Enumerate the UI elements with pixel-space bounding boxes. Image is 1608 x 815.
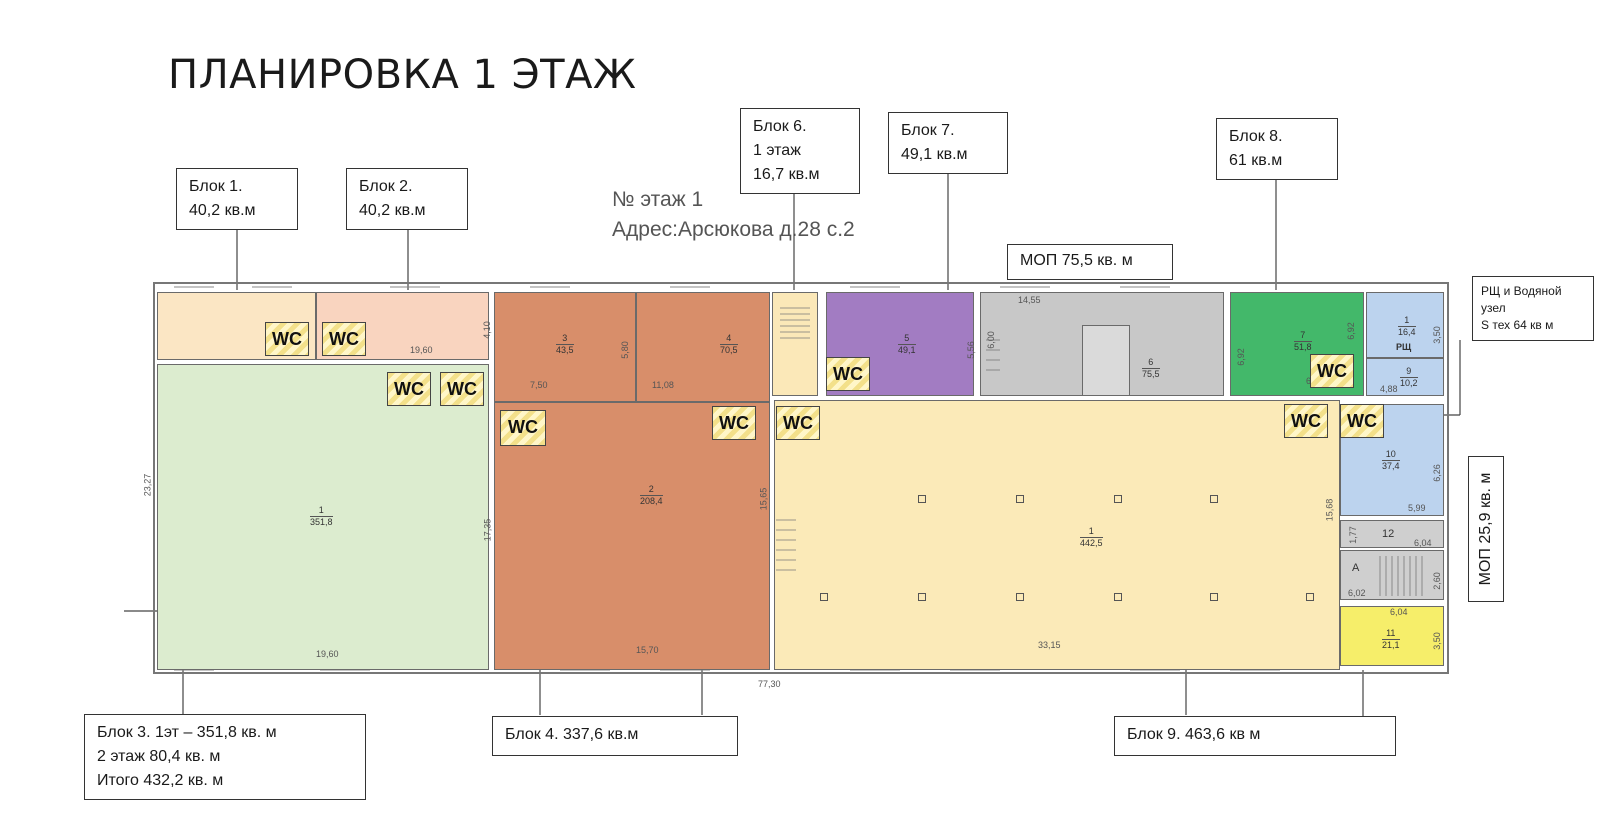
room-block4[interactable] <box>494 402 770 670</box>
dim: 1,77 <box>1347 526 1358 544</box>
dim: 6,04 <box>1390 607 1408 617</box>
column <box>1114 495 1122 503</box>
dim: 23,27 <box>142 473 153 497</box>
dim: 33,15 <box>1038 640 1061 650</box>
label-mop: МОП 75,5 кв. м <box>1007 244 1173 280</box>
outer-wall <box>153 282 1449 674</box>
wc-marker: WC <box>1340 404 1384 438</box>
column <box>918 593 926 601</box>
wc-marker: WC <box>387 372 431 406</box>
dim: 19,60 <box>316 649 339 659</box>
room-block9[interactable] <box>774 400 1340 670</box>
page-title: ПЛАНИРОВКА 1 ЭТАЖ <box>168 52 637 98</box>
dim: 5,99 <box>1408 503 1426 513</box>
room-tech-1[interactable] <box>1366 292 1444 358</box>
dim: 15,70 <box>636 645 659 655</box>
room-block6[interactable] <box>772 292 818 396</box>
label-block9: Блок 9. 463,6 кв м <box>1114 716 1396 756</box>
wc-marker: WC <box>500 410 546 446</box>
room-11[interactable] <box>1340 606 1444 666</box>
room-12[interactable] <box>1340 520 1444 548</box>
dim: 3,50 <box>1431 326 1442 344</box>
dim: 7,50 <box>530 380 548 390</box>
wc-marker: WC <box>712 406 756 440</box>
room-letter-a: А <box>1352 562 1360 574</box>
dim: 6,92 <box>1235 348 1246 366</box>
column <box>1016 593 1024 601</box>
column <box>1114 593 1122 601</box>
floor-label: № этаж 1 <box>612 188 704 211</box>
wc-marker: WC <box>1310 354 1354 388</box>
column <box>1016 495 1024 503</box>
room-rsh: РЩ <box>1396 342 1412 352</box>
wc-marker: WC <box>776 406 820 440</box>
dim: 2,60 <box>1431 572 1442 590</box>
dim: 19,60 <box>410 345 433 355</box>
dim: 15,65 <box>758 487 769 511</box>
dim: 11,08 <box>652 380 674 390</box>
dim: 4,88 <box>1380 384 1398 394</box>
wc-marker: WC <box>826 357 870 391</box>
column <box>1210 495 1218 503</box>
column <box>1306 593 1314 601</box>
wc-marker: WC <box>265 322 309 356</box>
label-block2: Блок 2.40,2 кв.м <box>346 168 468 230</box>
label-block1: Блок 1.40,2 кв.м <box>176 168 298 230</box>
dim: 14,55 <box>1018 295 1041 305</box>
label-block7: Блок 7.49,1 кв.м <box>888 112 1008 174</box>
column <box>820 593 828 601</box>
dim: 6,02 <box>1348 588 1366 598</box>
room-4[interactable] <box>636 292 770 402</box>
column <box>1210 593 1218 601</box>
room-block3[interactable] <box>157 364 489 670</box>
dim: 6,26 <box>1431 464 1442 482</box>
wc-marker: WC <box>440 372 484 406</box>
wc-marker: WC <box>322 322 366 356</box>
room-number-12: 12 <box>1382 528 1395 540</box>
column <box>918 495 926 503</box>
dim: 5,80 <box>619 341 630 359</box>
room-3[interactable] <box>494 292 636 402</box>
dim: 77,30 <box>758 679 781 689</box>
dim: 6,04 <box>1414 538 1432 548</box>
dim: 6,00 <box>985 331 996 349</box>
dim: 3,50 <box>1431 632 1442 650</box>
wc-marker: WC <box>1284 404 1328 438</box>
label-mop2: МОП 25,9 кв. м <box>1468 456 1504 602</box>
dim: 6,92 <box>1345 322 1356 340</box>
dim: 15,68 <box>1324 498 1335 522</box>
dim: 5,56 <box>965 341 976 359</box>
dim: 4,10 <box>481 321 492 339</box>
label-block8: Блок 8.61 кв.м <box>1216 118 1338 180</box>
dim: 17,35 <box>482 518 493 542</box>
mop-lift <box>1082 325 1130 396</box>
label-block4: Блок 4. 337,6 кв.м <box>492 716 738 756</box>
